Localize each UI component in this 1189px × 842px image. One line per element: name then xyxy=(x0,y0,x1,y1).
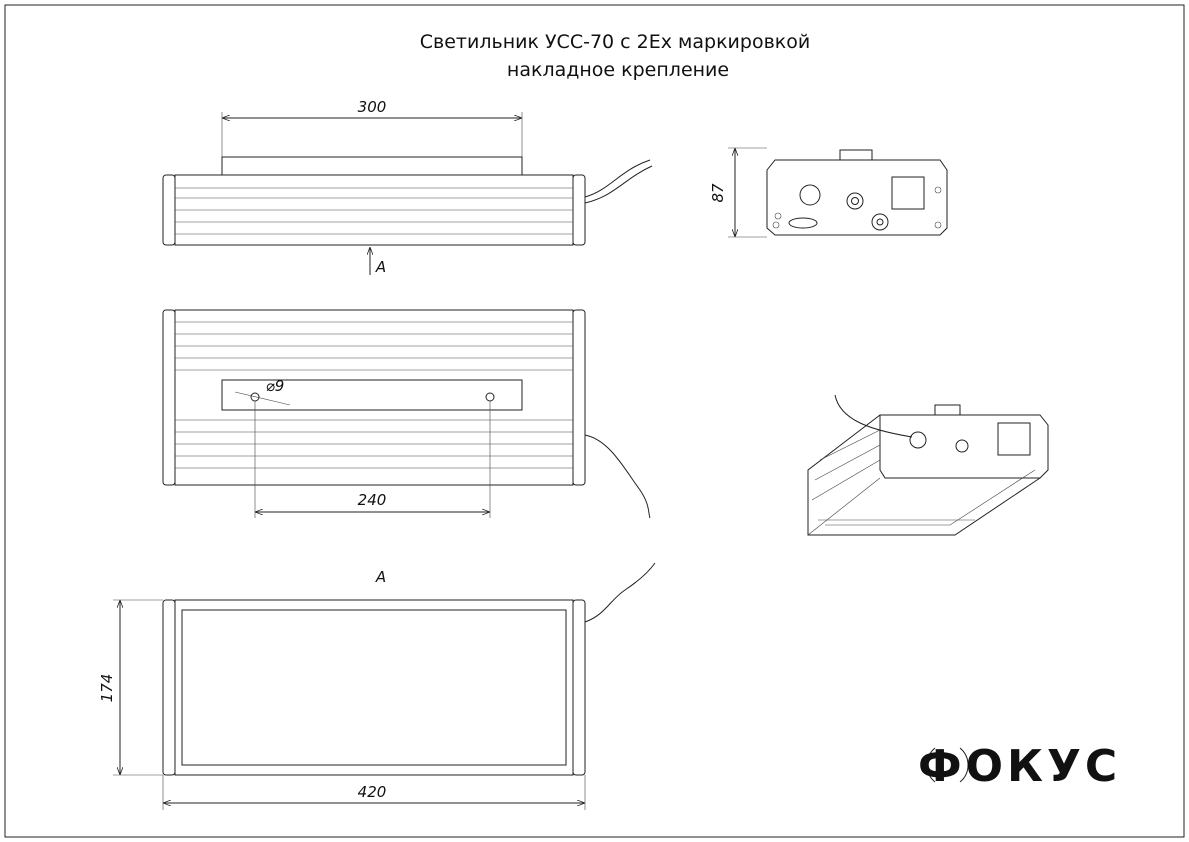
luminaire-body xyxy=(174,309,574,486)
cable xyxy=(584,159,653,204)
hole-diameter-label: ⌀9 xyxy=(266,377,285,395)
cable xyxy=(584,434,651,519)
company-logo: ФОКУС xyxy=(918,741,1121,792)
dimension-174: 174 xyxy=(98,674,116,703)
mounting-plate xyxy=(221,379,523,411)
mounting-bracket xyxy=(221,156,523,176)
end-view: 87 xyxy=(709,147,948,238)
dimension-87: 87 xyxy=(709,183,727,203)
dimension-240: 240 xyxy=(358,491,387,509)
dimension-300: 300 xyxy=(358,98,387,116)
drawing-subtitle: накладное крепление xyxy=(507,59,729,81)
cable xyxy=(584,562,656,623)
bottom-view: A 174 420 xyxy=(98,562,656,810)
view-label: A xyxy=(375,568,386,586)
end-plate xyxy=(766,159,948,236)
logo-text: ФОКУС xyxy=(918,741,1121,792)
top-view: 300 A xyxy=(162,98,653,276)
luminaire-body xyxy=(174,599,574,776)
diffuser xyxy=(181,609,567,766)
cable xyxy=(834,394,913,438)
dimension-420: 420 xyxy=(358,783,387,801)
drawing-frame xyxy=(4,4,1185,838)
isometric-view xyxy=(807,394,1049,536)
drawing-title: Светильник УСС-70 с 2Ех маркировкой xyxy=(420,31,810,53)
brand-emblem xyxy=(788,217,818,229)
mounting-view: ⌀9 240 xyxy=(162,309,651,519)
handle xyxy=(839,149,873,160)
view-arrow-label: A xyxy=(375,258,386,276)
